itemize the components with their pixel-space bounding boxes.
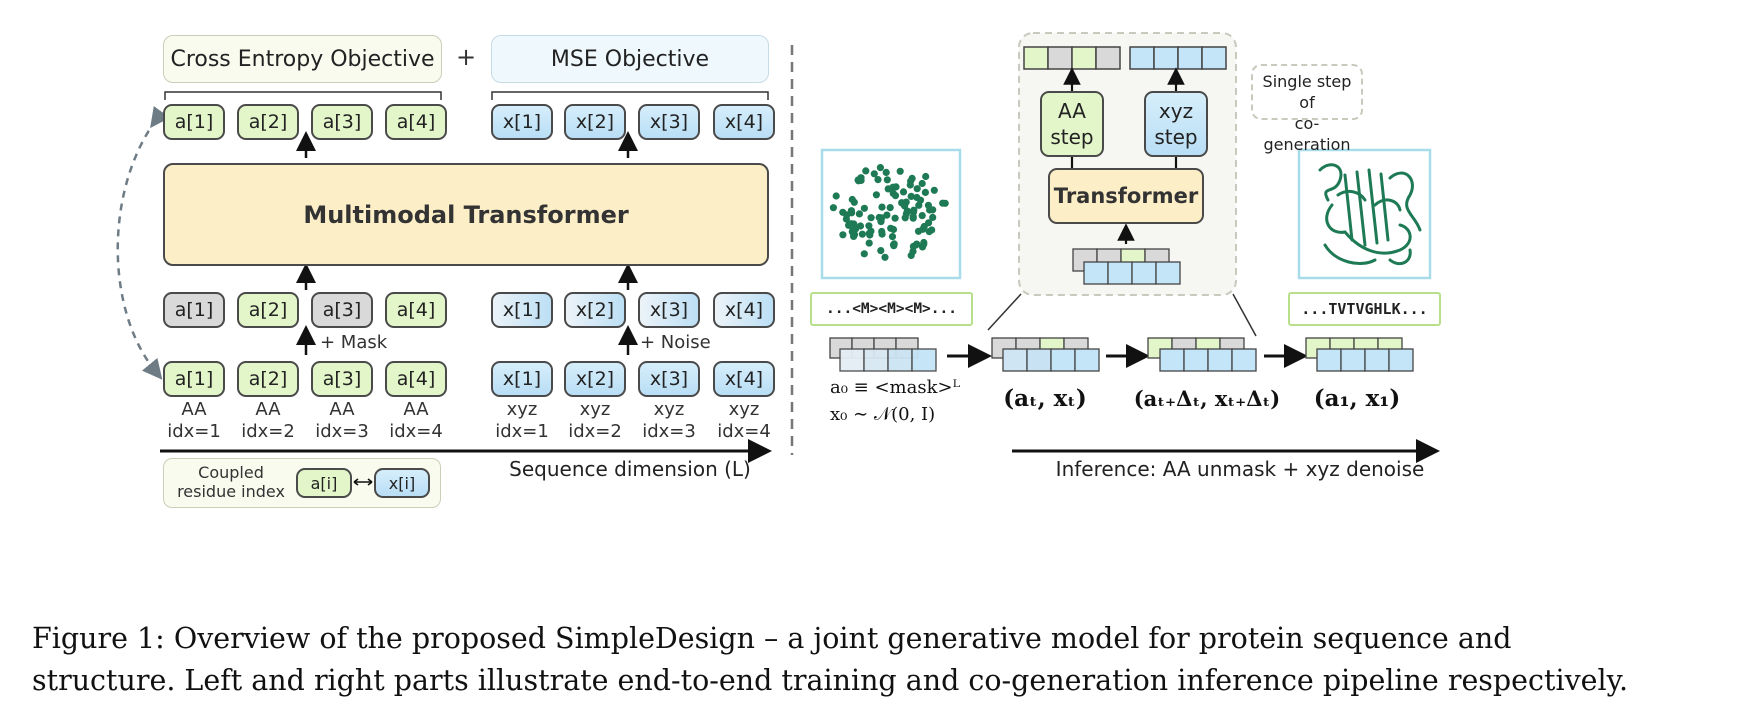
masked-sequence: ...<M><M><M>... — [810, 292, 973, 326]
plus-sign: + — [456, 43, 477, 71]
transformer-input-tokens — [1072, 248, 1181, 285]
initial-state-tokens — [829, 337, 937, 372]
mse-bracket — [491, 91, 769, 100]
state-t-label: (aₜ, xₜ) — [1003, 385, 1087, 412]
initial-x-label: x₀ ∼ 𝒩(0, I) — [830, 404, 936, 425]
xyz-output-token-1: x[1] — [491, 104, 553, 140]
caption-line-1: Figure 1: Overview of the proposed Simpl… — [32, 622, 1512, 655]
sequence-dimension-label: Sequence dimension (L) — [509, 457, 751, 481]
caption-line-2: structure. Left and right parts illustra… — [32, 664, 1629, 697]
state-tdt-tokens — [1147, 337, 1257, 372]
initial-a-label: a₀ ≡ <mask>ᴸ — [830, 377, 961, 398]
left-arrows-svg — [116, 45, 794, 463]
figure: Cross Entropy Objective + MSE Objective … — [116, 32, 1441, 508]
figure-caption: Figure 1: Overview of the proposed Simpl… — [32, 618, 1732, 702]
transformer-box: Transformer — [1048, 168, 1204, 224]
state-tdt-label: (aₜ₊Δₜ, xₜ₊Δₜ) — [1133, 386, 1281, 411]
cross-entropy-objective: Cross Entropy Objective — [163, 35, 442, 83]
ce-bracket — [164, 91, 442, 100]
aa-clean-token-1: a[1] — [163, 361, 225, 397]
aa-clean-token-4: a[4] — [385, 361, 447, 397]
noise-point-cloud — [829, 164, 949, 261]
state-t-tokens — [991, 337, 1100, 372]
noise-label: + Noise — [640, 332, 711, 353]
final-state-tokens — [1305, 337, 1414, 372]
protein-structure — [1318, 163, 1422, 266]
generated-sequence: ...TVTVGHLK... — [1288, 292, 1441, 326]
inference-label: Inference: AA unmask + xyz denoise — [1055, 457, 1425, 481]
noised-xyz-token-1: x[1] — [491, 292, 553, 328]
noised-xyz-token-2: x[2] — [564, 292, 626, 328]
legend-xyz-token: x[i] — [374, 468, 430, 498]
xyz-output-token-3: x[3] — [638, 104, 700, 140]
state-final-label: (a₁, x₁) — [1313, 385, 1401, 412]
mse-objective: MSE Objective — [491, 35, 769, 83]
xyz-clean-token-2: x[2] — [564, 361, 626, 397]
aa-step-output-tokens — [1023, 46, 1121, 70]
masked-token-1: a[1] — [163, 292, 225, 328]
legend-aa-token: a[i] — [296, 468, 352, 498]
xyz-clean-token-1: x[1] — [491, 361, 553, 397]
aa-clean-token-3: a[3] — [311, 361, 373, 397]
coupling-dashed-arrow — [116, 106, 170, 380]
zoom-line-right — [1232, 293, 1257, 337]
xyz-output-token-4: x[4] — [713, 104, 775, 140]
xyz-clean-token-4: x[4] — [713, 361, 775, 397]
legend-double-arrow — [353, 478, 373, 486]
xyz-clean-token-3: x[3] — [638, 361, 700, 397]
masked-token-3: a[3] — [311, 292, 373, 328]
mask-label: + Mask — [320, 332, 388, 353]
aa-output-token-2: a[2] — [237, 104, 299, 140]
aa-output-token-4: a[4] — [385, 104, 447, 140]
aa-output-token-1: a[1] — [163, 104, 225, 140]
aa-clean-token-2: a[2] — [237, 361, 299, 397]
aa-input-token-4: a[4] — [385, 292, 447, 328]
aa-output-token-3: a[3] — [311, 104, 373, 140]
xyz-output-token-2: x[2] — [564, 104, 626, 140]
xyz-step-output-tokens — [1129, 46, 1227, 70]
zoom-line-left — [987, 293, 1022, 331]
multimodal-transformer: Multimodal Transformer — [163, 163, 769, 266]
noised-xyz-token-3: x[3] — [638, 292, 700, 328]
aa-input-token-2: a[2] — [237, 292, 299, 328]
noised-xyz-token-4: x[4] — [713, 292, 775, 328]
